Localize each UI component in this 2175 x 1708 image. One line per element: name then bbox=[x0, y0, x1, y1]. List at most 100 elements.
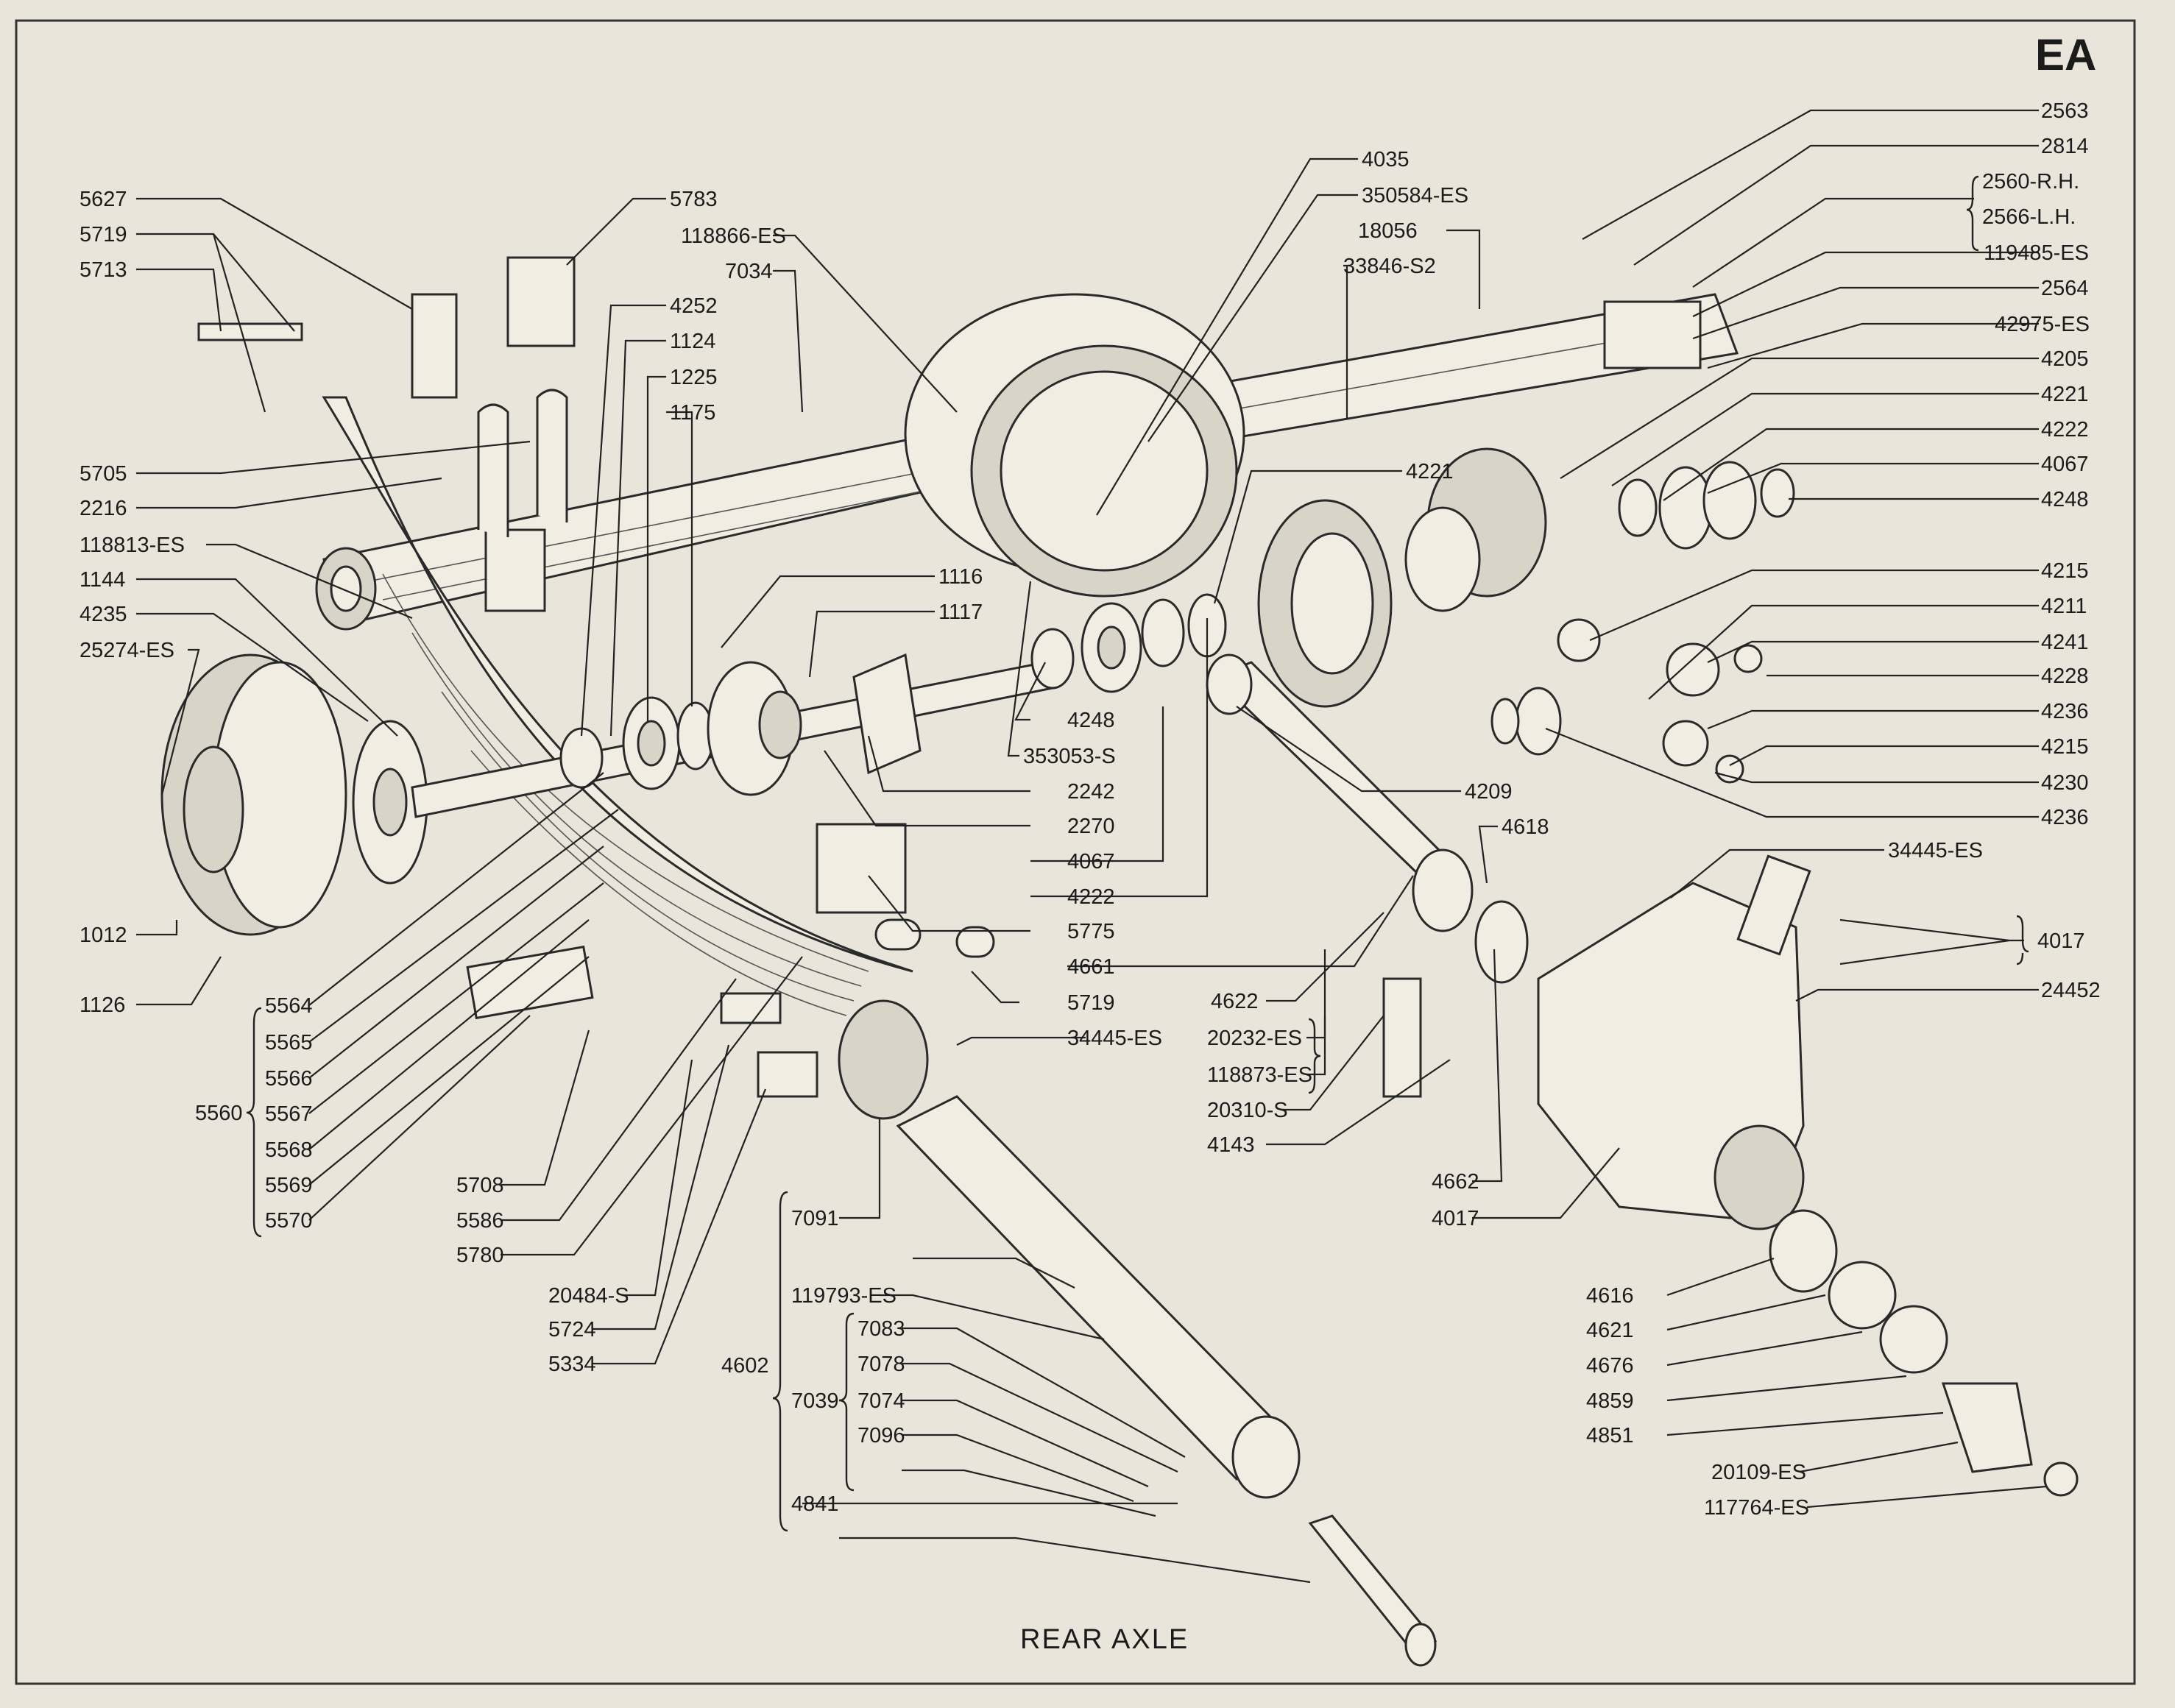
label-1012: 1012 bbox=[79, 924, 127, 947]
label-4661: 4661 bbox=[1067, 955, 1115, 979]
label-4662: 4662 bbox=[1432, 1170, 1479, 1194]
label-20484-s: 20484-S bbox=[548, 1284, 629, 1308]
label-118866-es: 118866-ES bbox=[681, 224, 786, 248]
group-brackets bbox=[246, 175, 2029, 1532]
label-7074: 7074 bbox=[857, 1389, 905, 1413]
carrier-housing bbox=[1537, 854, 1811, 1230]
label-118813-es: 118813-ES bbox=[79, 534, 185, 557]
label-5780: 5780 bbox=[456, 1244, 504, 1267]
label-4622: 4622 bbox=[1211, 990, 1259, 1013]
label-4859: 4859 bbox=[1586, 1389, 1634, 1413]
label-1126: 1126 bbox=[79, 993, 125, 1017]
label-4017-bottom: 4017 bbox=[1432, 1207, 1479, 1230]
label-5566: 5566 bbox=[265, 1067, 313, 1091]
label-4851: 4851 bbox=[1586, 1424, 1634, 1447]
label-5565: 5565 bbox=[265, 1031, 313, 1055]
label-4618: 4618 bbox=[1502, 815, 1549, 839]
label-5708: 5708 bbox=[456, 1174, 504, 1197]
label-5775: 5775 bbox=[1067, 920, 1115, 943]
label-4236-b: 4236 bbox=[2041, 806, 2089, 829]
label-7083: 7083 bbox=[857, 1317, 905, 1341]
brake-drum bbox=[160, 653, 347, 936]
label-118873-es: 118873-ES bbox=[1207, 1063, 1312, 1087]
label-33846-s2: 33846-S2 bbox=[1343, 255, 1436, 278]
label-34445-es-a: 34445-ES bbox=[1888, 839, 1983, 862]
label-1117: 1117 bbox=[938, 600, 983, 624]
label-4215-b: 4215 bbox=[2041, 735, 2089, 759]
label-18056: 18056 bbox=[1358, 219, 1418, 243]
label-5569: 5569 bbox=[265, 1174, 313, 1197]
label-5334: 5334 bbox=[548, 1353, 596, 1376]
label-25274-es: 25274-ES bbox=[79, 639, 174, 662]
label-4252: 4252 bbox=[670, 294, 718, 318]
label-5713: 5713 bbox=[79, 258, 127, 282]
page-caption: REAR AXLE bbox=[1020, 1624, 1189, 1655]
label-350584-es: 350584-ES bbox=[1362, 184, 1468, 208]
label-4221-mid: 4221 bbox=[1406, 460, 1454, 483]
label-20232-es: 20232-ES bbox=[1207, 1027, 1302, 1050]
label-4228: 4228 bbox=[2041, 665, 2089, 688]
label-119793-es: 119793-ES bbox=[791, 1284, 896, 1308]
label-5719-b: 5719 bbox=[1067, 991, 1115, 1015]
label-4235: 4235 bbox=[79, 603, 127, 626]
page-code: EA bbox=[2035, 30, 2096, 79]
label-1175: 1175 bbox=[670, 401, 715, 425]
label-1124: 1124 bbox=[670, 330, 715, 353]
label-7096: 7096 bbox=[857, 1424, 905, 1447]
label-4236-a: 4236 bbox=[2041, 700, 2089, 723]
label-7034: 7034 bbox=[725, 260, 773, 283]
label-117764-es: 117764-ES bbox=[1704, 1496, 1809, 1520]
label-5567: 5567 bbox=[265, 1102, 313, 1126]
drive-pinion bbox=[1206, 653, 1529, 984]
label-2560-rh: 2560-R.H. bbox=[1982, 170, 2079, 194]
label-2270: 2270 bbox=[1067, 815, 1115, 838]
differential-case bbox=[1404, 447, 1795, 612]
label-4616: 4616 bbox=[1586, 1284, 1634, 1308]
label-4017-right: 4017 bbox=[2037, 929, 2085, 953]
label-5586: 5586 bbox=[456, 1209, 504, 1233]
label-1225: 1225 bbox=[670, 366, 718, 389]
label-20109-es: 20109-ES bbox=[1711, 1461, 1806, 1484]
label-2564: 2564 bbox=[2041, 277, 2089, 300]
label-4211: 4211 bbox=[2041, 595, 2087, 618]
label-1116: 1116 bbox=[938, 565, 983, 589]
ring-gear bbox=[1257, 499, 1393, 708]
pinion-bearings bbox=[1030, 593, 1227, 693]
label-4602: 4602 bbox=[721, 1354, 769, 1378]
label-2566-lh: 2566-L.H. bbox=[1982, 205, 2076, 229]
label-5783: 5783 bbox=[670, 188, 718, 211]
label-5568: 5568 bbox=[265, 1138, 313, 1162]
pinion-retainer bbox=[1769, 1209, 2079, 1497]
label-4143: 4143 bbox=[1207, 1133, 1255, 1157]
label-4676: 4676 bbox=[1586, 1354, 1634, 1378]
label-1144: 1144 bbox=[79, 568, 125, 592]
label-2242: 2242 bbox=[1067, 780, 1115, 804]
label-4248-right: 4248 bbox=[2041, 488, 2089, 511]
label-7078: 7078 bbox=[857, 1353, 905, 1376]
label-2563: 2563 bbox=[2041, 99, 2089, 123]
label-4621: 4621 bbox=[1586, 1319, 1634, 1342]
label-119485-es: 119485-ES bbox=[1984, 241, 2089, 265]
label-4067-mid: 4067 bbox=[1067, 850, 1115, 874]
axle-housing bbox=[315, 293, 1739, 631]
label-4230: 4230 bbox=[2041, 771, 2089, 795]
label-24452: 24452 bbox=[2041, 979, 2101, 1002]
label-4035: 4035 bbox=[1362, 148, 1410, 171]
leader-lines bbox=[136, 109, 2047, 1584]
label-5724: 5724 bbox=[548, 1318, 596, 1342]
label-353053-s: 353053-S bbox=[1023, 745, 1116, 768]
label-34445-es-b: 34445-ES bbox=[1067, 1027, 1162, 1050]
label-4209: 4209 bbox=[1465, 780, 1513, 804]
label-4222-right: 4222 bbox=[2041, 418, 2089, 442]
callout-labels: 2563 2814 2560-R.H. 2566-L.H. 119485-ES … bbox=[79, 99, 2101, 1520]
label-7039: 7039 bbox=[791, 1389, 839, 1413]
u-bolts bbox=[477, 389, 568, 537]
label-2216: 2216 bbox=[79, 497, 127, 520]
label-4067-right: 4067 bbox=[2041, 453, 2089, 476]
label-20310-s: 20310-S bbox=[1207, 1099, 1288, 1122]
label-5564: 5564 bbox=[265, 994, 313, 1018]
label-5560: 5560 bbox=[195, 1102, 243, 1125]
torque-tube bbox=[838, 999, 1437, 1667]
